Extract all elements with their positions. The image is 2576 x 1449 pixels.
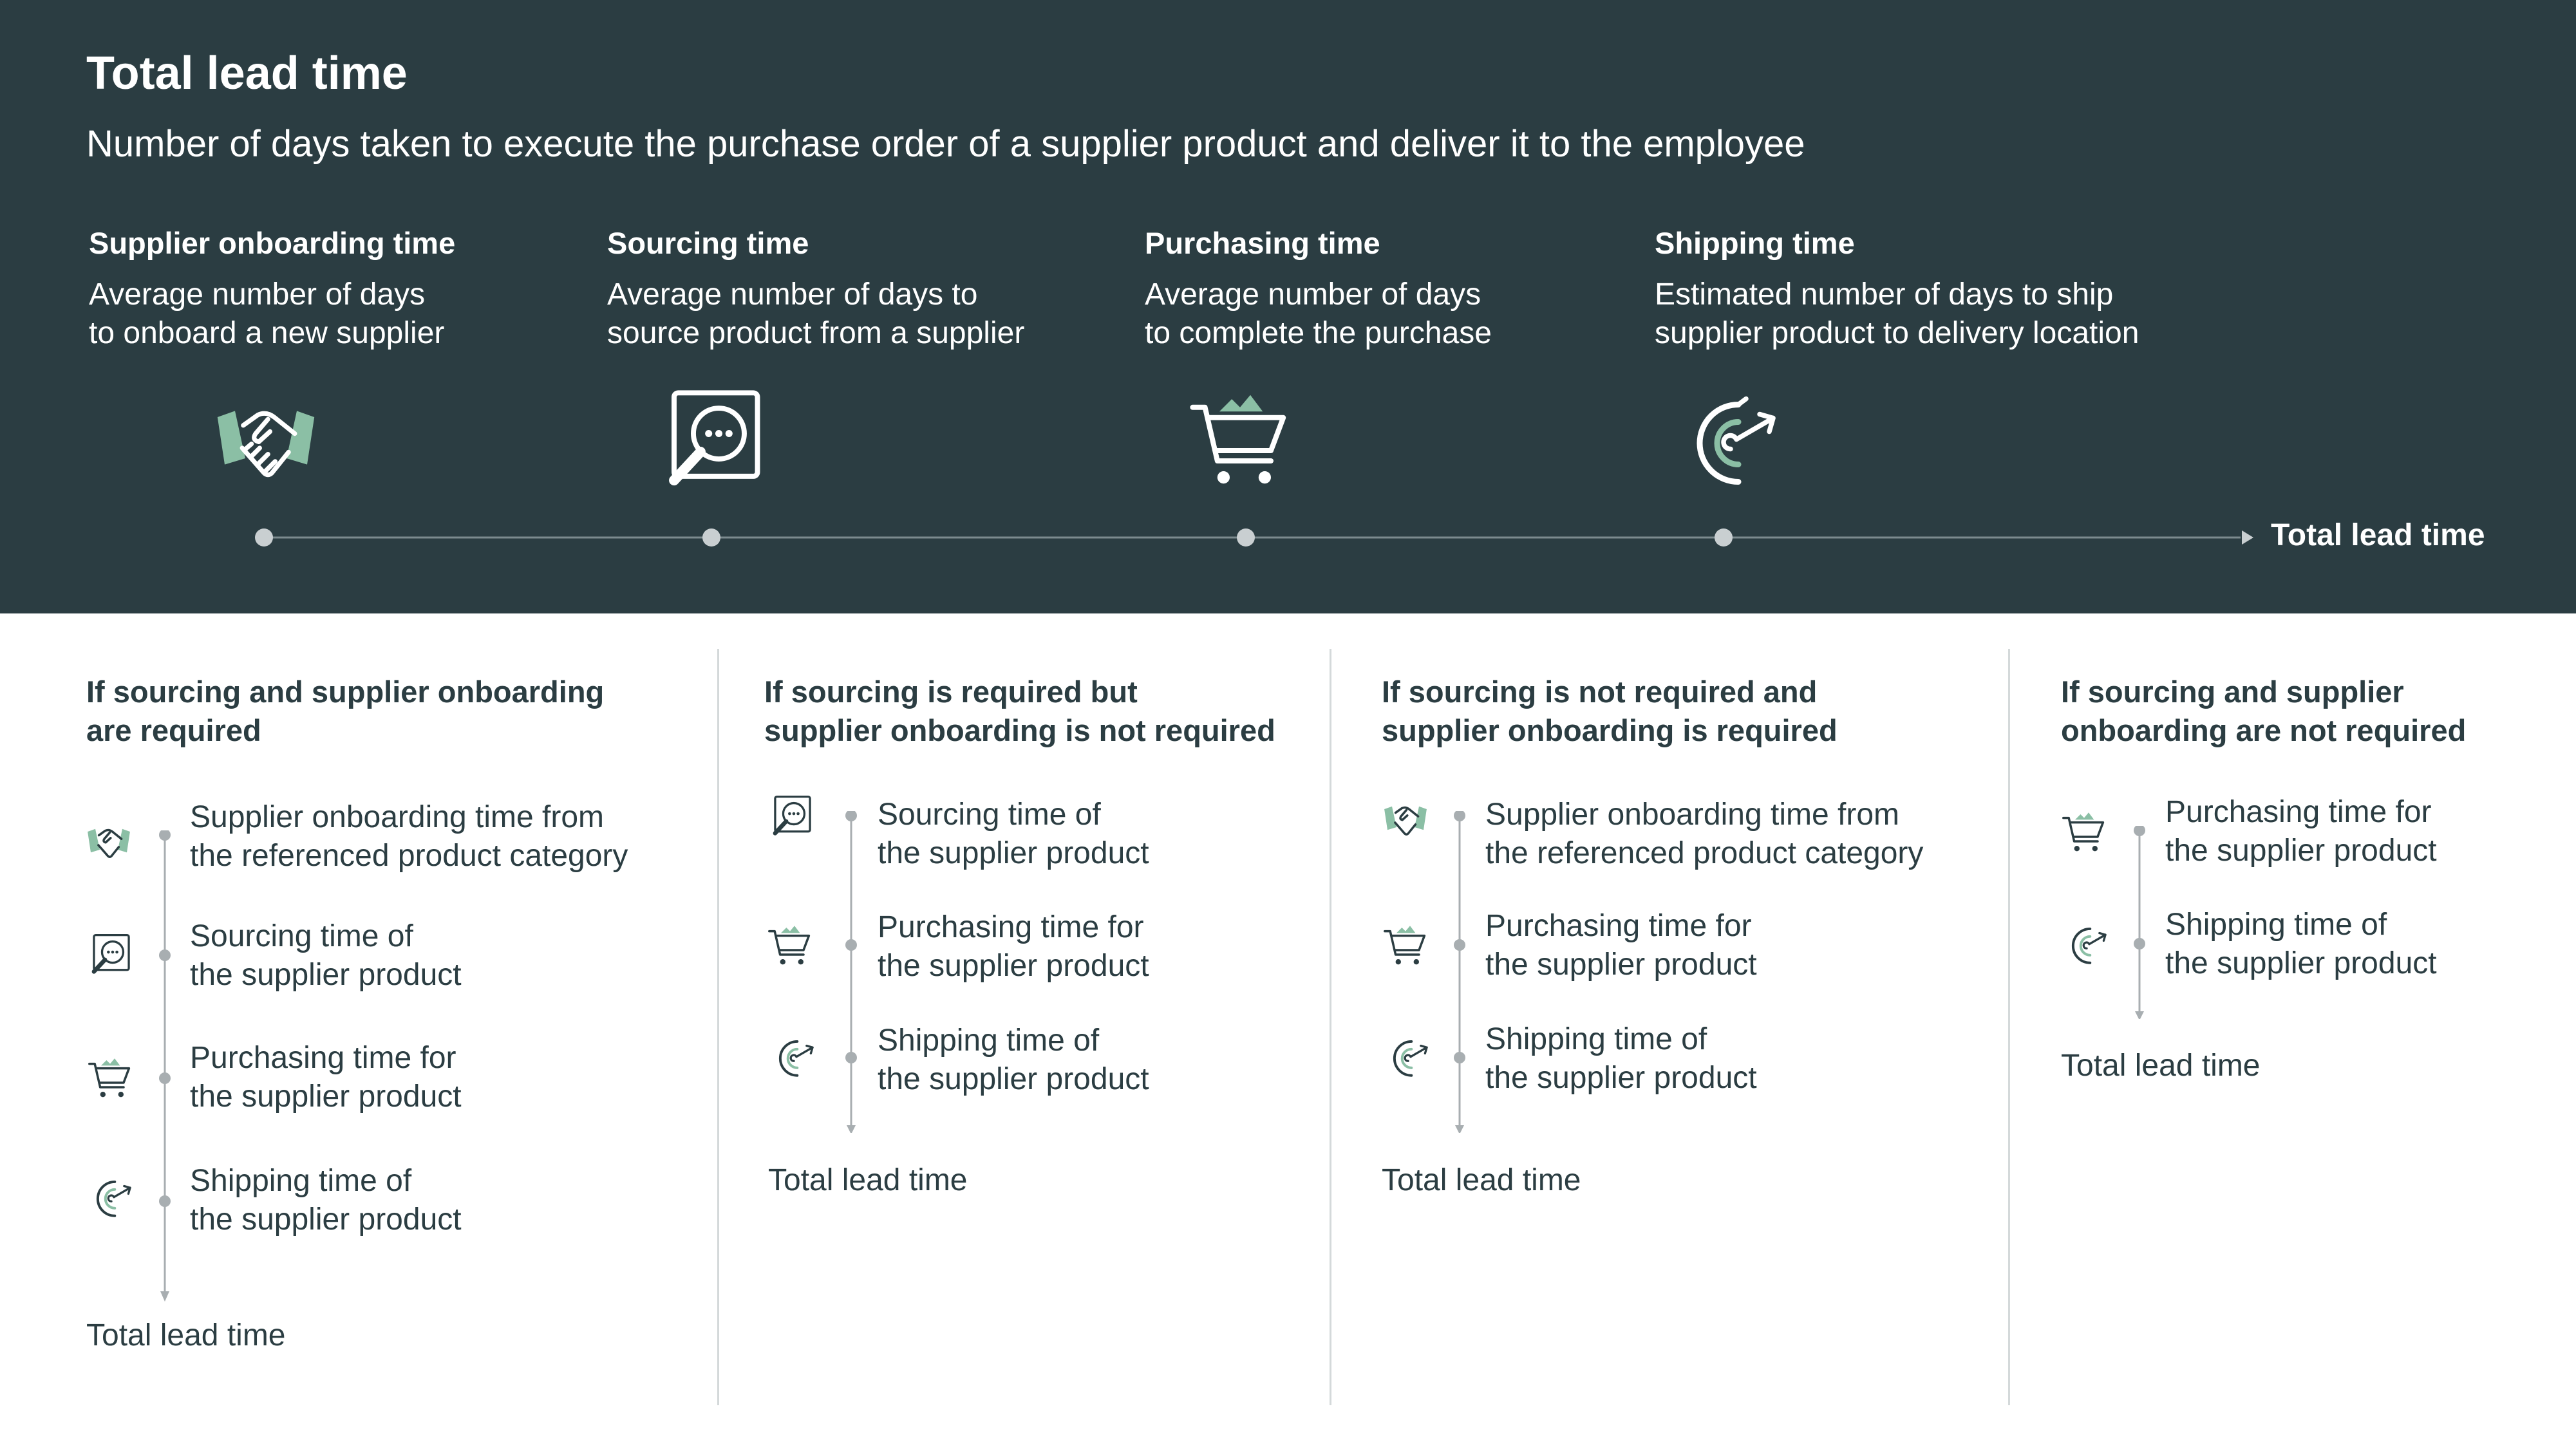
total-lead-time-label: Total lead time xyxy=(768,1163,968,1197)
stage-title: Purchasing time xyxy=(1145,226,1380,260)
search-icon xyxy=(89,932,131,977)
step-label: Purchasing time for the supplier product xyxy=(1485,909,1757,982)
column-divider xyxy=(2008,649,2010,1405)
stage-title: Supplier onboarding time xyxy=(89,226,456,260)
scenario-1-flow-line xyxy=(159,830,171,1302)
step-label: Sourcing time of the supplier product xyxy=(878,798,1149,870)
page-title: Total lead time xyxy=(86,48,408,99)
handshake-icon xyxy=(86,818,131,863)
step-label: Supplier onboarding time from the refere… xyxy=(1485,798,1924,870)
stage-sourcing: Sourcing time Average number of days to … xyxy=(607,225,1024,353)
scenario-3-flow-line xyxy=(1454,811,1465,1133)
timeline-dot xyxy=(1715,528,1733,547)
shipping-icon xyxy=(773,1035,815,1080)
step-label: Purchasing time for the supplier product xyxy=(190,1041,462,1114)
scenario-4-title: If sourcing and supplier onboarding are … xyxy=(2061,673,2466,750)
cart-icon xyxy=(88,1056,133,1101)
search-icon xyxy=(770,794,813,839)
timeline xyxy=(255,528,2253,547)
scenario-3-title: If sourcing is not required and supplier… xyxy=(1382,673,1838,750)
timeline-dot xyxy=(702,528,720,547)
stage-title: Sourcing time xyxy=(607,226,809,260)
cart-icon xyxy=(767,923,813,968)
scenario-4-flow-line xyxy=(2134,826,2145,1019)
page-subtitle: Number of days taken to execute the purc… xyxy=(86,123,1805,165)
stage-description: Estimated number of days to ship supplie… xyxy=(1655,277,2139,351)
shipping-icon xyxy=(90,1175,133,1220)
scenario-title: If sourcing is not required and supplier… xyxy=(1382,675,1838,747)
stage-supplier-onboarding: Supplier onboarding time Average number … xyxy=(89,225,455,353)
step-label: Purchasing time for the supplier product xyxy=(878,910,1149,983)
total-lead-time-label: Total lead time xyxy=(86,1318,286,1352)
scenario-title: If sourcing and supplier onboarding are … xyxy=(2061,675,2467,747)
scenario-title: If sourcing and supplier onboarding are … xyxy=(86,675,605,747)
stage-description: Average number of days to complete the p… xyxy=(1145,277,1492,351)
step-label: Shipping time of the supplier product xyxy=(1485,1022,1757,1095)
step-label: Shipping time of the supplier product xyxy=(2165,908,2437,980)
scenario-2-flow-line xyxy=(845,811,857,1133)
handshake-icon xyxy=(1383,796,1428,841)
cart-icon xyxy=(2062,810,2107,855)
scenario-title: If sourcing is required but supplier onb… xyxy=(764,675,1275,747)
step-label: Supplier onboarding time from the refere… xyxy=(190,800,628,873)
column-divider xyxy=(717,649,719,1405)
stage-purchasing: Purchasing time Average number of days t… xyxy=(1145,225,1492,353)
stage-description: Average number of days to source product… xyxy=(607,277,1025,351)
shipping-icon xyxy=(2065,922,2108,968)
scenario-2-title: If sourcing is required but supplier onb… xyxy=(764,673,1275,750)
shipping-icon xyxy=(1387,1035,1429,1080)
stage-shipping: Shipping time Estimated number of days t… xyxy=(1655,225,2139,353)
scenario-1-title: If sourcing and supplier onboarding are … xyxy=(86,673,604,750)
timeline-dot xyxy=(255,528,273,547)
timeline-end-label: Total lead time xyxy=(2271,518,2485,552)
timeline-arrowhead xyxy=(2242,530,2253,545)
total-lead-time-label: Total lead time xyxy=(1382,1163,1581,1197)
step-label: Purchasing time for the supplier product xyxy=(2165,795,2437,868)
step-label: Shipping time of the supplier product xyxy=(190,1164,462,1237)
stage-description: Average number of days to onboard a new … xyxy=(89,277,445,351)
step-label: Shipping time of the supplier product xyxy=(878,1024,1149,1096)
cart-icon xyxy=(1383,923,1428,968)
timeline-dot xyxy=(1237,528,1255,547)
header-panel: Total lead time Number of days taken to … xyxy=(0,0,2576,613)
column-divider xyxy=(1330,649,1331,1405)
stage-title: Shipping time xyxy=(1655,226,1855,260)
total-lead-time-label: Total lead time xyxy=(2061,1049,2261,1083)
step-label: Sourcing time of the supplier product xyxy=(190,919,462,992)
